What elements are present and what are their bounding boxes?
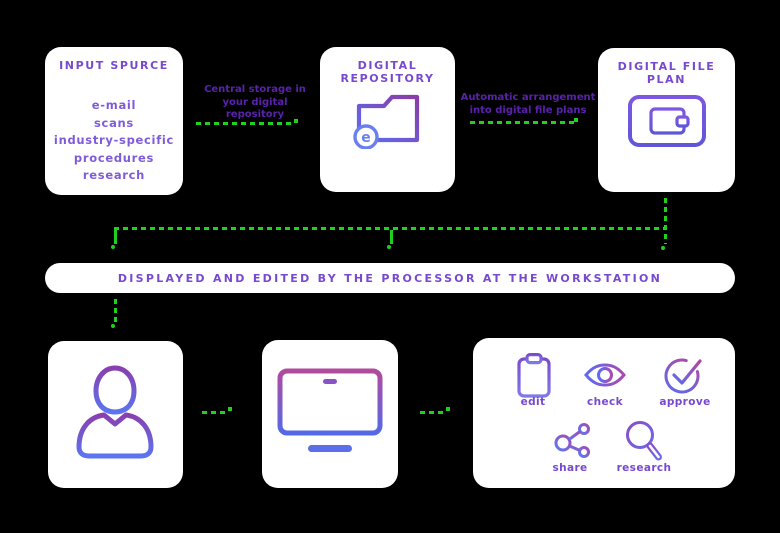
magnifier-research-icon: [624, 421, 664, 463]
digital-file-plan-card: DIGITAL FILE PLAN: [598, 48, 735, 192]
connector-drop-middle: [390, 230, 393, 244]
flow-label-central-storage: Central storage in your digital reposito…: [204, 84, 306, 120]
check-circle-approve-icon: [663, 353, 707, 395]
action-label-share: share: [552, 462, 588, 474]
list-item: industry-specific: [53, 133, 175, 147]
arrowhead-marker: [446, 407, 450, 411]
processor-card: [48, 341, 183, 488]
workstation-bar-text: DISPLAYED AND EDITED BY THE PROCESSOR AT…: [117, 271, 663, 285]
e-folder-icon: e: [351, 87, 425, 150]
workstation-card: [262, 340, 398, 488]
connector-bar-to-processor: [114, 299, 117, 323]
workstation-bar: DISPLAYED AND EDITED BY THE PROCESSOR AT…: [45, 263, 735, 293]
list-item: research: [82, 168, 146, 182]
arrowhead-marker: [294, 119, 298, 123]
digital-file-plan-title: DIGITAL FILE PLAN: [617, 60, 716, 86]
eye-check-icon: [584, 363, 626, 387]
connector-drop-left: [114, 230, 117, 244]
svg-text:e: e: [361, 130, 371, 146]
action-label-approve: approve: [659, 396, 711, 408]
connector-dot: [661, 246, 665, 250]
connector-dot: [111, 324, 115, 328]
flow-arrow-processor-to-workstation: [202, 411, 228, 414]
flow-arrow-to-file-plan: [470, 121, 574, 124]
person-icon: [73, 363, 157, 459]
action-label-research: research: [616, 462, 672, 474]
monitor-icon: [277, 368, 383, 458]
connector-file-plan-down: [664, 198, 667, 244]
flow-arrow-workstation-to-actions: [420, 411, 446, 414]
flow-arrow-to-repository: [196, 122, 294, 125]
laptop-file-plan-icon: [622, 94, 712, 158]
input-source-card: INPUT SPURCE e-mail scans industry-speci…: [45, 47, 183, 195]
input-source-title: INPUT SPURCE: [59, 59, 169, 72]
digital-repository-card: DIGITAL REPOSITORY e: [320, 47, 455, 192]
digital-repository-title: DIGITAL REPOSITORY: [340, 59, 435, 85]
connector-dot: [111, 245, 115, 249]
actions-card: edit check: [473, 338, 735, 488]
flow-label-automatic-arrangement: Automatic arrangement into digital file …: [460, 92, 596, 116]
share-nodes-icon: [554, 423, 592, 459]
action-label-edit: edit: [520, 396, 546, 408]
clipboard-edit-icon: [516, 353, 552, 399]
arrowhead-marker: [574, 118, 578, 122]
action-label-check: check: [586, 396, 624, 408]
connector-horizontal: [114, 227, 666, 230]
list-item: procedures: [73, 150, 155, 165]
connector-dot: [387, 245, 391, 249]
arrowhead-marker: [228, 407, 232, 411]
list-item: e-mail: [91, 98, 137, 112]
input-source-list: e-mail scans industry-specific procedure…: [45, 97, 183, 185]
list-item: scans: [94, 115, 134, 130]
